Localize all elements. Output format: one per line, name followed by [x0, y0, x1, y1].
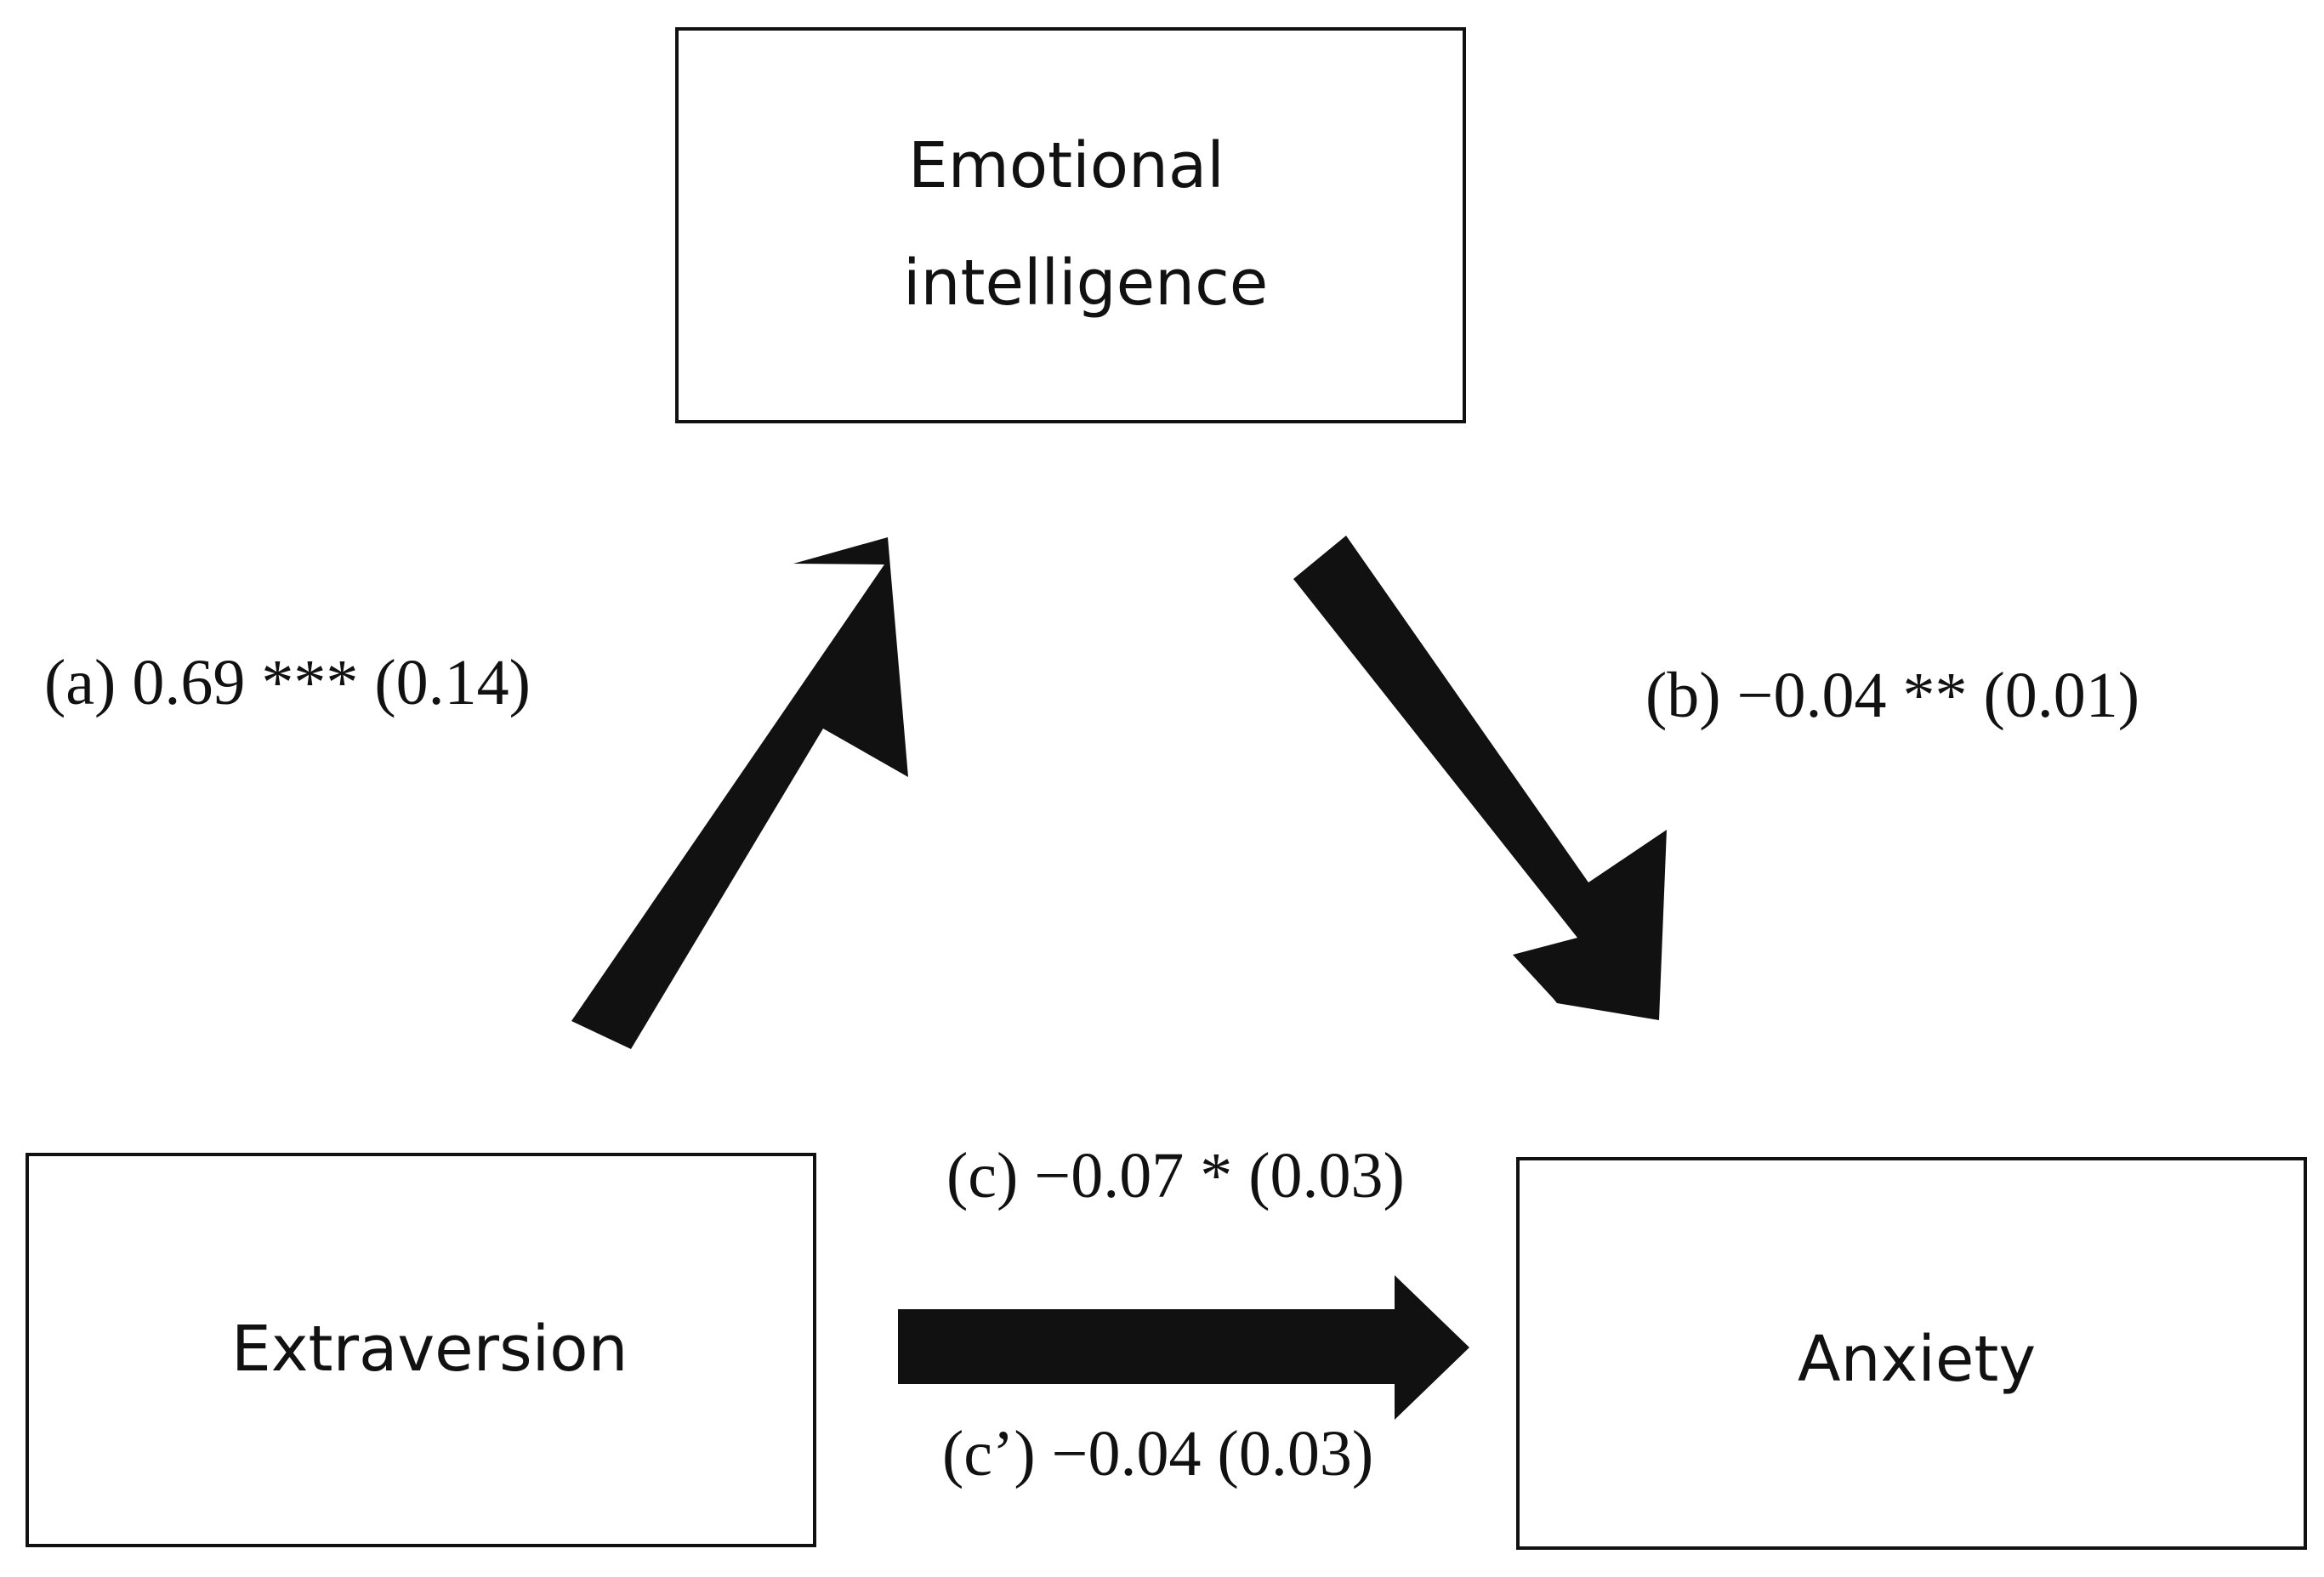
extraversion-label: Extraversion: [231, 1313, 628, 1386]
anxiety-label: Anxiety: [1798, 1323, 2037, 1396]
extraversion-box: [26, 1153, 816, 1547]
path-c-prime-label: (c’) −0.04 (0.03): [942, 1418, 1374, 1489]
emotional-intelligence-box: [675, 27, 1466, 423]
path-a-label: (a) 0.69 *** (0.14): [44, 647, 531, 718]
arrow-a: [571, 537, 908, 1049]
arrow-b: [1293, 536, 1667, 1020]
path-c-label: (c) −0.07 * (0.03): [946, 1140, 1405, 1211]
path-b-label: (b) −0.04 ** (0.01): [1645, 660, 2140, 731]
emotional-intelligence-label-line2: intelligence: [903, 247, 1269, 320]
anxiety-box: [1516, 1157, 2307, 1550]
arrow-c: [898, 1275, 1469, 1420]
emotional-intelligence-label-line1: Emotional: [908, 129, 1225, 202]
